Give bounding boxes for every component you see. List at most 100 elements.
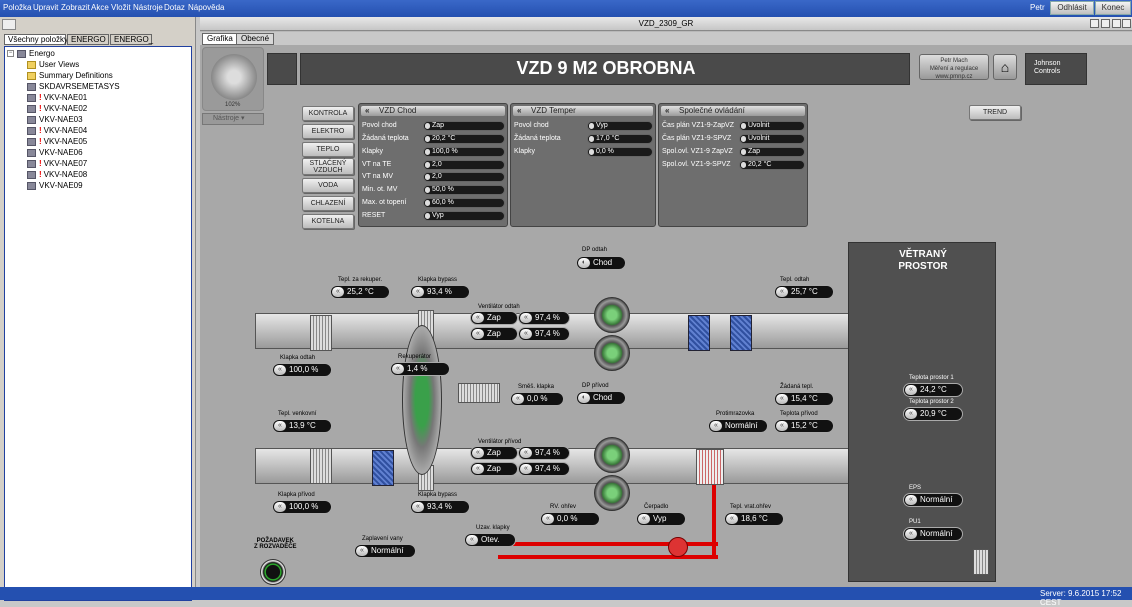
tree-node-energo[interactable]: Energo xyxy=(17,48,55,59)
nav-kotelna-button[interactable]: KOTELNA xyxy=(302,214,354,229)
uzav-klapky-value[interactable]: «Otev. xyxy=(464,533,516,547)
smes-klapka-value[interactable]: «0,0 % xyxy=(510,392,564,406)
reset-value[interactable]: Vyp xyxy=(423,211,505,221)
panel-vzd-temper-header[interactable]: VZD Temper xyxy=(513,106,653,116)
dp-privod-value[interactable]: ◐Chod xyxy=(576,391,626,405)
tree-node-nae03[interactable]: VKV-NAE03 xyxy=(27,114,83,125)
min-ot-mv-value[interactable]: 50,0 % xyxy=(423,185,505,195)
controller-icon xyxy=(27,148,36,157)
klapka-bypass-value[interactable]: «93,4 % xyxy=(410,285,470,299)
pump-icon[interactable] xyxy=(668,537,688,557)
vent-odtah-1-status[interactable]: «Zap xyxy=(470,311,518,325)
tepl-za-rekuper-value[interactable]: «25,2 °C xyxy=(330,285,390,299)
nav-voda-button[interactable]: VODA xyxy=(302,178,354,193)
spol-ovl-spvz-value[interactable]: 20,2 °C xyxy=(739,160,805,170)
panel-splitter[interactable] xyxy=(196,17,200,587)
max-ot-topeni-value[interactable]: 60,0 % xyxy=(423,198,505,208)
tab-energo-2[interactable]: ENERGO_ xyxy=(110,34,153,45)
tree-node-nae06[interactable]: VKV-NAE06 xyxy=(27,147,83,158)
exhaust-filter-1 xyxy=(688,315,710,351)
zadana-teplota-value[interactable]: 20,2 °C xyxy=(423,134,505,144)
tab-energo[interactable]: ENERGO xyxy=(67,34,109,45)
nav-elektro-button[interactable]: ELEKTRO xyxy=(302,124,354,139)
nav-chlazeni-button[interactable]: CHLAZENÍ xyxy=(302,196,354,211)
pan-zoom-control[interactable]: 102% xyxy=(202,47,264,111)
tree-node-nae09[interactable]: VKV-NAE09 xyxy=(27,180,83,191)
tree-node-nae07[interactable]: !VKV-NAE07 xyxy=(27,158,87,169)
vent-odtah-2-speed[interactable]: «97,4 % xyxy=(518,327,570,341)
nav-kontrola-button[interactable]: KONTROLA xyxy=(302,106,354,121)
menu-polozka[interactable]: Položka xyxy=(3,3,32,12)
teplota-prostor1-value[interactable]: «24,2 °C xyxy=(903,383,963,397)
tree-node-user-views[interactable]: User Views xyxy=(27,59,79,70)
spol-ovl-zapvz-value[interactable]: Zap xyxy=(739,147,805,157)
klapka-bypass2-value[interactable]: «93,4 % xyxy=(410,500,470,514)
menu-upravit[interactable]: Upravit xyxy=(33,3,59,12)
pan-wheel-icon[interactable] xyxy=(211,54,257,100)
tree-node-summary[interactable]: Summary Definitions xyxy=(27,70,113,81)
window-minimize-icon[interactable] xyxy=(1101,19,1110,28)
eps-value[interactable]: «Normální xyxy=(903,493,963,507)
tree-node-nae08[interactable]: !VKV-NAE08 xyxy=(27,169,87,180)
vent-odtah-1-speed[interactable]: «97,4 % xyxy=(518,311,570,325)
pu1-value[interactable]: «Normální xyxy=(903,527,963,541)
vent-privod-2-status[interactable]: «Zap xyxy=(470,462,518,476)
vt-na-te-value[interactable]: 2,0 xyxy=(423,160,505,170)
window-restore-icon[interactable] xyxy=(1112,19,1121,28)
exit-button[interactable]: Konec xyxy=(1095,1,1131,15)
teplota-privod-value[interactable]: «15,2 °C xyxy=(774,419,834,433)
klapka-odtah-value[interactable]: «100,0 % xyxy=(272,363,332,377)
tree-node-skdavr[interactable]: SKDAVRSEMETASYS xyxy=(27,81,120,92)
klapka-privod-value[interactable]: «100,0 % xyxy=(272,500,332,514)
cas-plan-zapvz-value[interactable]: Uvolnit xyxy=(739,121,805,131)
home-icon[interactable]: ⌂ xyxy=(993,54,1017,80)
vent-odtah-2-status[interactable]: «Zap xyxy=(470,327,518,341)
tab-vsechny-polozky[interactable]: Všechny položky xyxy=(4,34,68,45)
tree-node-nae05[interactable]: !VKV-NAE05 xyxy=(27,136,87,147)
menu-vlozit[interactable]: Vložit xyxy=(111,3,131,12)
tepl-vrat-ohrev-value[interactable]: «18,6 °C xyxy=(724,512,784,526)
menu-dotaz[interactable]: Dotaz xyxy=(164,3,185,12)
panel-spolecne-header[interactable]: Společné ovládání xyxy=(661,106,805,116)
vent-privod-1-speed[interactable]: «97,4 % xyxy=(518,446,570,460)
tepl-venkovni-value[interactable]: «13,9 °C xyxy=(272,419,332,433)
tools-dropdown[interactable]: Nástroje ▾ xyxy=(202,113,264,125)
menu-akce[interactable]: Akce xyxy=(91,3,109,12)
temper-povol-chod-value[interactable]: Vyp xyxy=(587,121,653,131)
tree-node-nae04[interactable]: !VKV-NAE04 xyxy=(27,125,87,136)
rv-ohrev-value[interactable]: «0,0 % xyxy=(540,512,600,526)
zaplaveni-vany-value[interactable]: «Normální xyxy=(354,544,416,558)
zadana-tepl-value[interactable]: «15,4 °C xyxy=(774,392,834,406)
window-new-icon[interactable] xyxy=(1090,19,1099,28)
logout-button[interactable]: Odhlásit xyxy=(1050,1,1094,15)
vent-privod-2-speed[interactable]: «97,4 % xyxy=(518,462,570,476)
panel-vzd-chod-header[interactable]: VZD Chod xyxy=(361,106,505,116)
vent-privod-1-status[interactable]: «Zap xyxy=(470,446,518,460)
window-close-icon[interactable] xyxy=(1122,19,1131,28)
tree-expand-icon[interactable]: − xyxy=(7,50,14,57)
nav-teplo-button[interactable]: TEPLO xyxy=(302,142,354,157)
trend-button[interactable]: TREND xyxy=(969,105,1021,120)
tree-toolbar-icon[interactable] xyxy=(2,19,16,30)
cas-plan-spvz-value[interactable]: Uvolnit xyxy=(739,134,805,144)
tab-obecne[interactable]: Obecné xyxy=(236,33,275,45)
menu-zobrazit[interactable]: Zobrazit xyxy=(61,3,90,12)
menu-nastroje[interactable]: Nástroje xyxy=(133,3,163,12)
cerpadlo-value[interactable]: «Vyp xyxy=(636,512,686,526)
povol-chod-value[interactable]: Zap xyxy=(423,121,505,131)
nav-stlaceny-vzduch-button[interactable]: STLAČENÝ VZDUCH xyxy=(302,158,354,175)
rekuperator-value[interactable]: «1,4 % xyxy=(390,362,450,376)
tepl-odtah-value[interactable]: «25,7 °C xyxy=(774,285,834,299)
tab-grafika[interactable]: Grafika xyxy=(202,33,238,45)
temper-klapky-value[interactable]: 0,0 % xyxy=(587,147,653,157)
dp-odtah-value[interactable]: ◐Chod xyxy=(576,256,626,270)
klapky-value[interactable]: 100,0 % xyxy=(423,147,505,157)
protimrazovka-value[interactable]: «Normální xyxy=(708,419,768,433)
menu-napoveda[interactable]: Nápověda xyxy=(188,3,225,12)
vt-na-mv-value[interactable]: 2,0 xyxy=(423,172,505,182)
tree-node-nae01[interactable]: !VKV-NAE01 xyxy=(27,92,87,103)
tree-node-nae02[interactable]: !VKV-NAE02 xyxy=(27,103,87,114)
temper-zadana-teplota-value[interactable]: 17,0 °C xyxy=(587,134,653,144)
teplota-prostor2-value[interactable]: «20,9 °C xyxy=(903,407,963,421)
